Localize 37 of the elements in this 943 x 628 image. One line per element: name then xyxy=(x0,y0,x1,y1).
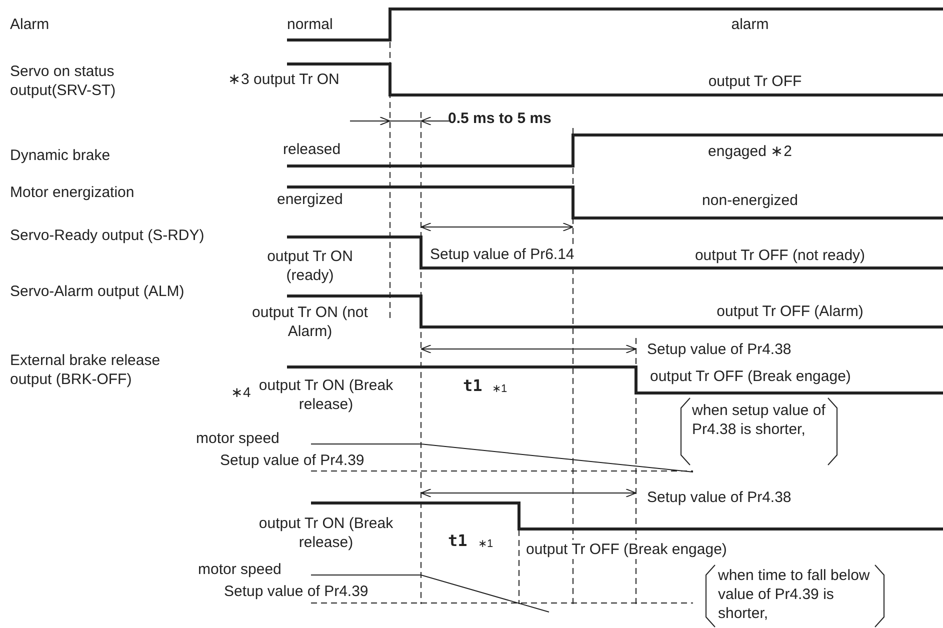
state-label: output Tr OFF (Alarm) xyxy=(716,302,864,321)
state-label: output Tr OFF xyxy=(707,72,803,91)
timing-label: t1 xyxy=(448,531,468,550)
timing-label: Setup value of Pr6.14 xyxy=(430,245,574,264)
state-label: ∗3 output Tr ON xyxy=(228,70,340,89)
signal-name: Servo-Alarm output (ALM) xyxy=(10,282,186,301)
threshold-label: Setup value of Pr4.39 xyxy=(224,582,368,601)
state-label: alarm xyxy=(730,15,770,34)
note-text: when setup value of Pr4.38 is shorter, xyxy=(692,401,826,439)
curve-label: motor speed xyxy=(196,429,280,448)
state-label: engaged ∗2 xyxy=(707,142,793,161)
footnote-mark: ∗1 xyxy=(478,537,494,551)
signal-name: External brake release output (BRK-OFF) xyxy=(10,351,162,389)
timing-label: Setup value of Pr4.38 xyxy=(647,488,792,507)
state-label: released xyxy=(283,140,341,159)
curve-label: motor speed xyxy=(198,560,282,579)
signal-name: Alarm xyxy=(10,15,50,34)
state-label: output Tr OFF (Break engage) xyxy=(526,540,727,559)
state-label: non-energized xyxy=(701,191,799,210)
state-label: output Tr OFF (not ready) xyxy=(694,246,866,265)
signal-name: Motor energization xyxy=(10,183,134,202)
timing-label: t1 xyxy=(463,376,482,395)
note-text: when time to fall below value of Pr4.39 is shorter, xyxy=(718,566,871,623)
state-label: output Tr ON (Break release) xyxy=(258,514,394,552)
state-label: energized xyxy=(277,190,343,209)
signal-name: Dynamic brake xyxy=(10,146,110,165)
state-label: output Tr ON (ready) xyxy=(266,247,354,285)
timing-label: Setup value of Pr4.38 xyxy=(647,340,792,359)
state-label: output Tr ON (not Alarm) xyxy=(251,303,369,341)
state-label: output Tr OFF (Break engage) xyxy=(650,367,851,386)
signal-name: Servo on status output(SRV-ST) xyxy=(10,62,117,100)
footnote-mark: ∗1 xyxy=(492,382,508,396)
timing-label: 0.5 ms to 5 ms xyxy=(448,109,552,128)
state-label: normal xyxy=(287,15,333,34)
threshold-label: Setup value of Pr4.39 xyxy=(220,451,364,470)
footnote-mark: ∗4 xyxy=(231,383,251,401)
signal-name: Servo-Ready output (S-RDY) xyxy=(10,226,206,245)
